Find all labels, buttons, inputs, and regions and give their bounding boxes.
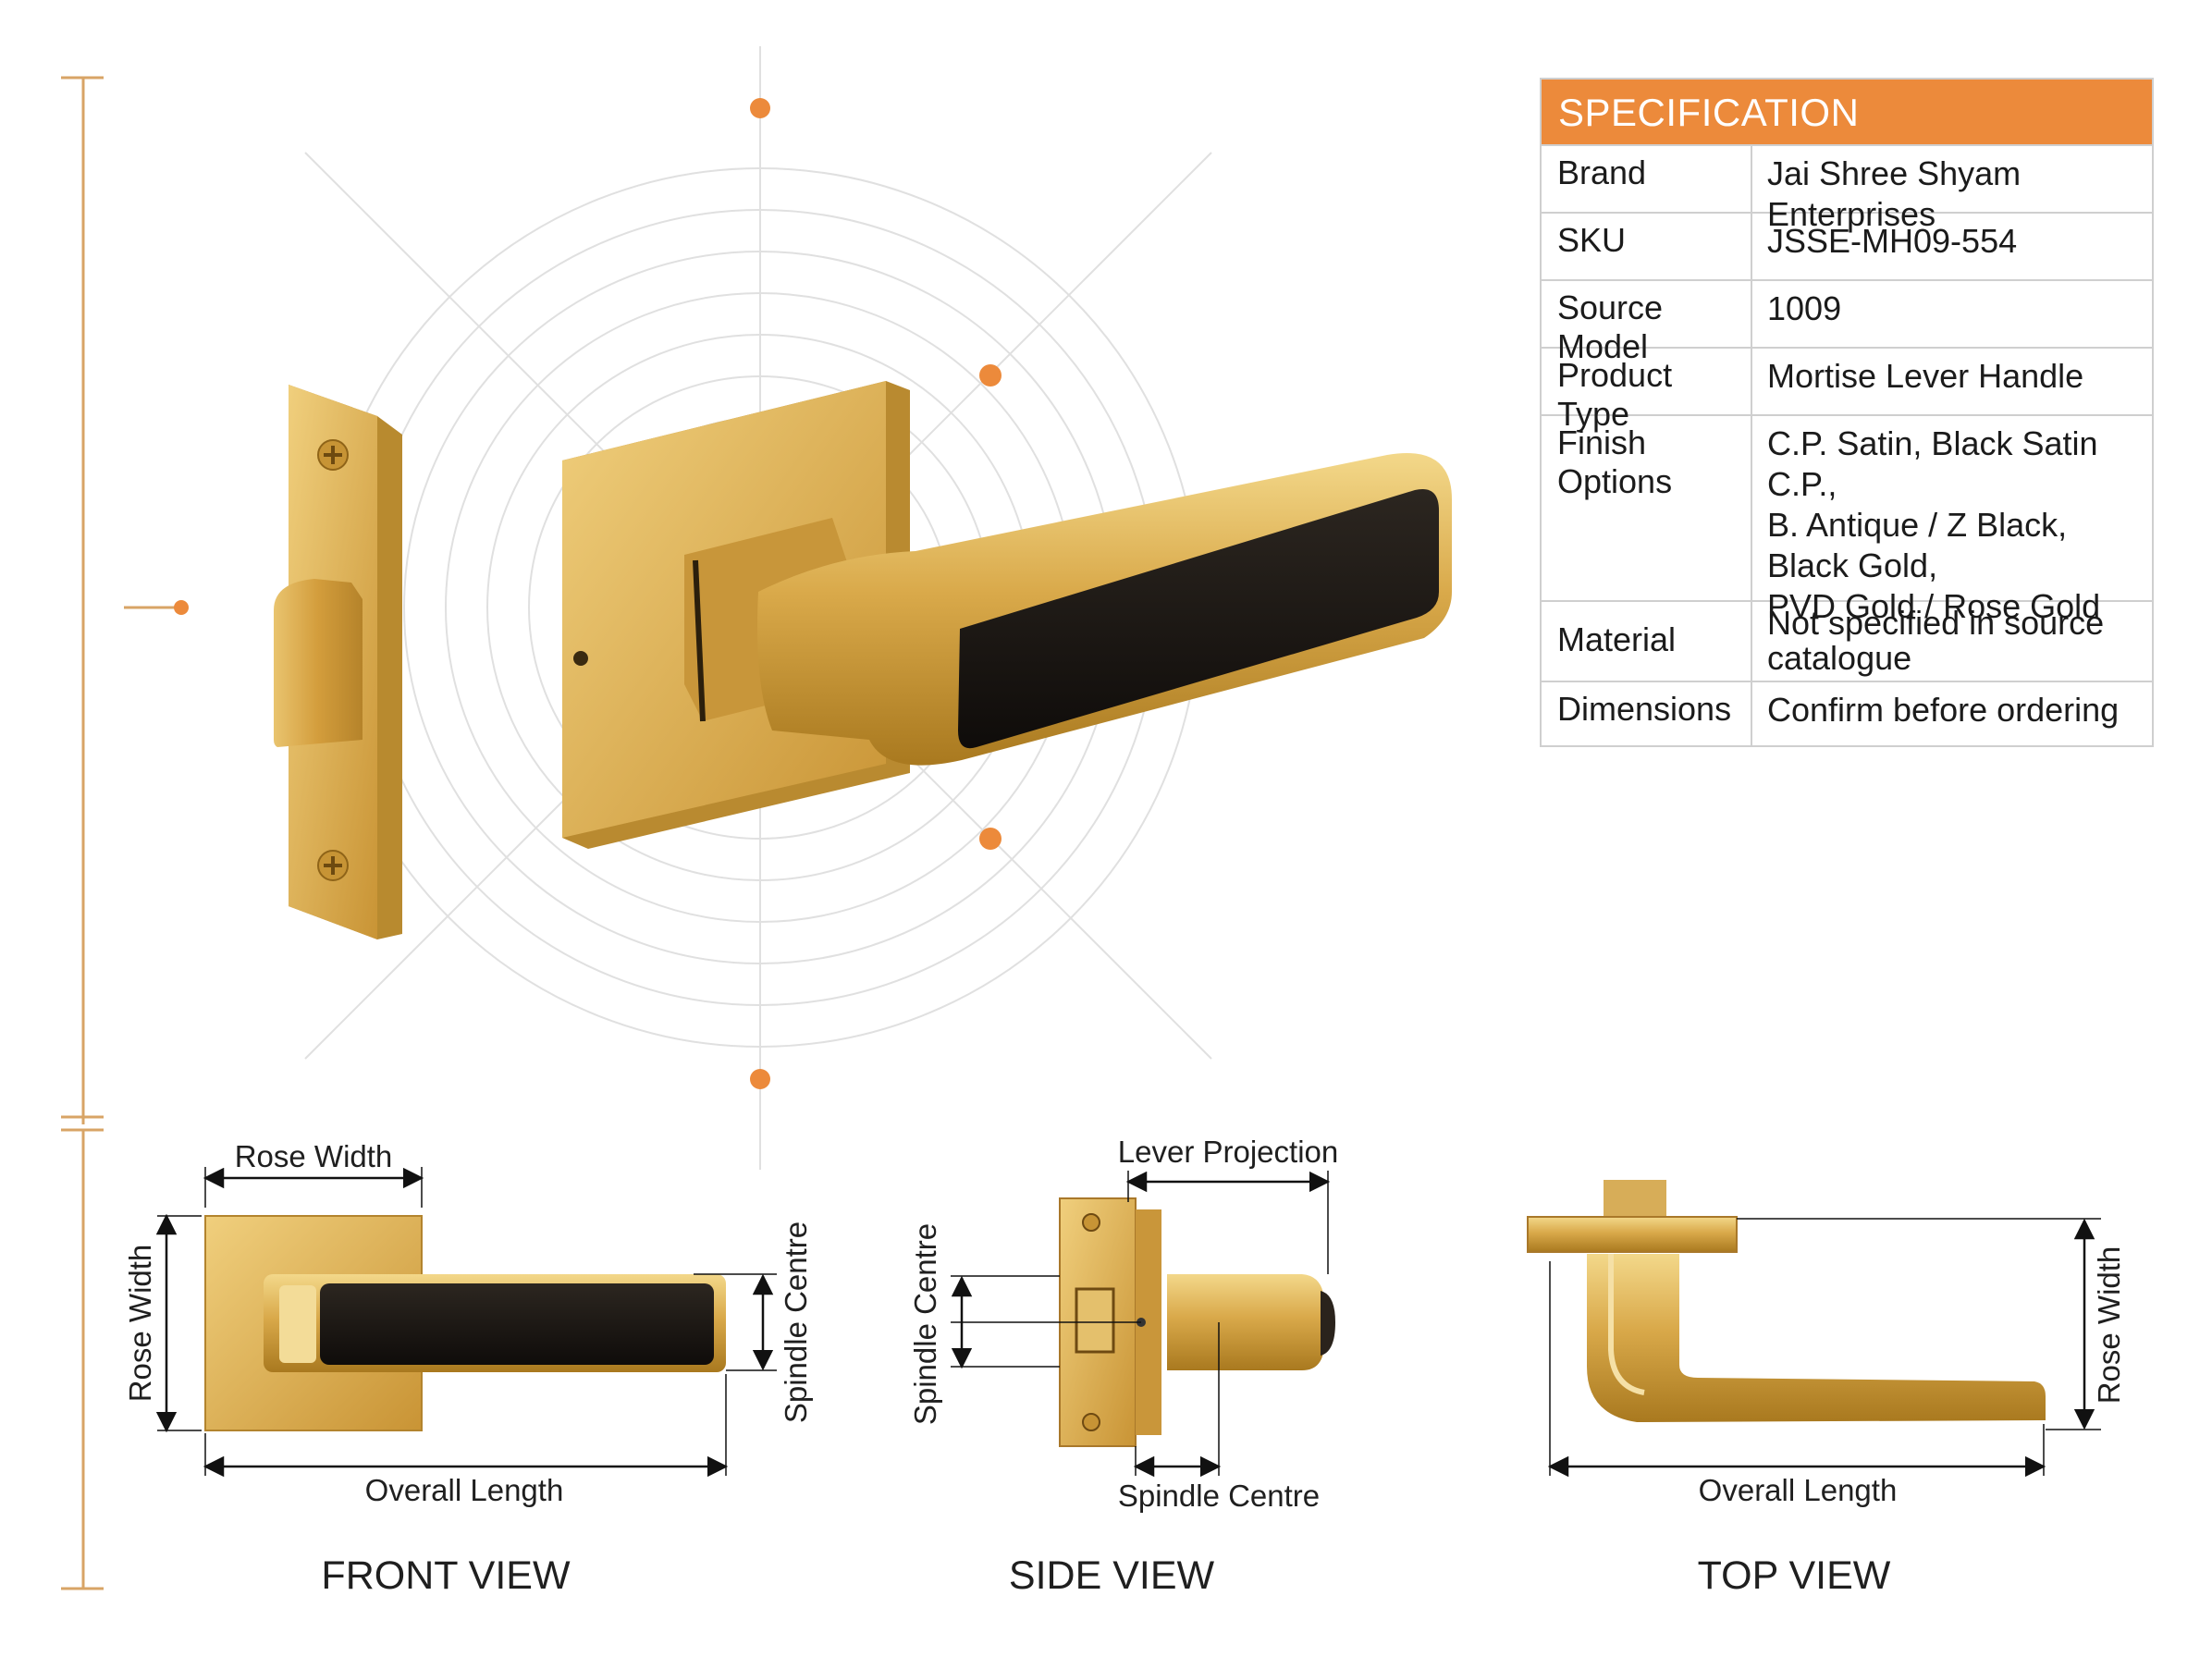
screw-icon [1082,1213,1100,1232]
finish-option-line: Black Gold, [1767,546,1938,584]
spec-value: Not specified in source catalogue [1752,602,2152,681]
spec-row-brand: Brand Jai Shree Shyam Enterprises [1542,144,2152,233]
spec-key: Brand [1542,146,1752,212]
spec-row-source-model: Source Model 1009 [1542,279,2152,365]
finish-option-line: PVD Gold / Rose Gold [1767,587,2101,625]
guide-dots [750,98,1002,1089]
spec-row-sku: SKU JSSE-MH09-554 [1542,212,2152,279]
spec-value: Mortise Lever Handle [1767,357,2084,395]
front-rose-width-top-label: Rose Width [235,1139,393,1173]
spec-row-product-type: Product Type Mortise Lever Handle [1542,347,2152,433]
spec-value: 1009 [1767,289,1842,327]
side-lever-projection-label: Lever Projection [1118,1135,1338,1169]
front-view-title: FRONT VIEW [321,1553,571,1598]
spec-key: Material [1542,602,1752,681]
spec-value: C.P. Satin, Black Satin C.P., B. Antique… [1752,416,2152,625]
spec-value: JSSE-MH09-554 [1767,222,2018,260]
latch-faceplate [274,385,402,939]
left-ruler [61,76,181,1590]
side-view-drawing [951,1171,1335,1478]
latch-bolt [274,579,363,747]
specification-table: SPECIFICATION Brand Jai Shree Shyam Ente… [1540,78,2154,747]
spec-row-dimensions: Dimensions Confirm before ordering [1542,681,2152,745]
spec-key: Finish Options [1542,416,1752,600]
screw-icon [1082,1413,1100,1431]
spec-value: Confirm before ordering [1767,691,2120,729]
lever-handle [562,381,1452,849]
material-line: catalogue [1767,639,1912,677]
ruler-marker-dot [174,600,189,615]
grub-screw-icon [573,651,588,666]
spec-key: SKU [1542,214,1752,279]
side-view-title: SIDE VIEW [1009,1553,1215,1598]
leather-insert [958,488,1439,749]
finish-option-line: C.P. Satin, Black Satin C.P., [1767,424,2098,503]
top-view-title: TOP VIEW [1698,1553,1891,1598]
front-overall-length-label: Overall Length [365,1473,564,1507]
front-rose-width-side-label: Rose Width [123,1245,157,1403]
top-overall-length-label: Overall Length [1699,1473,1898,1507]
side-spindle-centre-left-label: Spindle Centre [908,1223,942,1425]
material-line: Not specified in source [1767,604,2105,642]
spec-value: Jai Shree Shyam Enterprises [1767,154,2022,233]
spec-key: Dimensions [1542,682,1752,745]
guide-circles [304,46,1212,1170]
side-spindle-centre-bottom-label: Spindle Centre [1118,1479,1320,1513]
spec-row-material: Material Not specified in source catalog… [1542,600,2152,681]
front-view-drawing [155,1167,777,1478]
spec-row-finish-options: Finish Options C.P. Satin, Black Satin C… [1542,414,2152,625]
top-view-drawing [1527,1180,2101,1478]
top-rose-width-label: Rose Width [2092,1246,2126,1405]
spec-key: Source Model [1542,281,1752,365]
front-spindle-centre-label: Spindle Centre [779,1221,813,1423]
finish-option-line: B. Antique / Z Black, [1767,506,2068,544]
spec-key: Product Type [1542,349,1752,433]
specification-title: SPECIFICATION [1542,80,2152,144]
